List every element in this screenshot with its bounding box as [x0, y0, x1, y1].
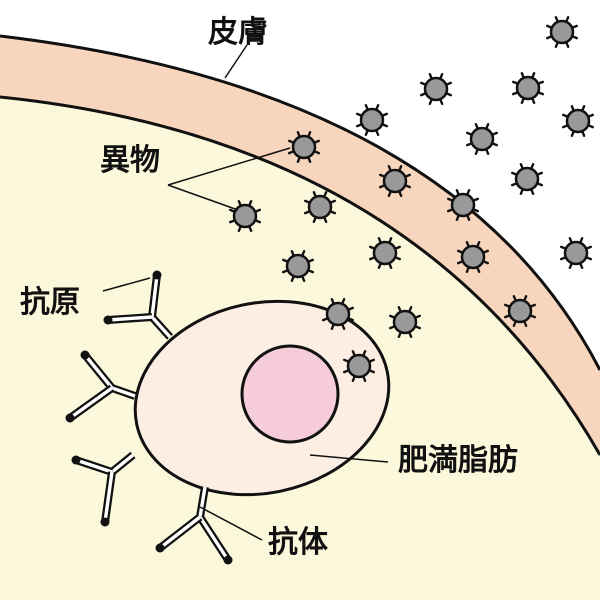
foreign-body-leader-line-1 — [167, 147, 291, 186]
foreign-particle-icon — [343, 350, 375, 382]
foreign-particle-icon — [512, 72, 544, 104]
foreign-particle-icon — [504, 295, 536, 327]
skin-leader-line — [224, 44, 248, 79]
antigen-leader-line — [102, 277, 151, 292]
foreign-particle-icon — [560, 237, 592, 269]
foreign-particle-icon — [229, 200, 261, 232]
antigen-label: 抗原 — [20, 285, 80, 320]
antibody-icon — [155, 486, 233, 565]
skin-inner-edge — [0, 95, 600, 456]
foreign-particle-icon — [457, 241, 489, 273]
foreign-particle-icon — [304, 191, 336, 223]
antibody-leader-line — [199, 506, 263, 541]
fat-cell-nucleus — [240, 344, 340, 444]
foreign-body-leader-line-2 — [167, 184, 239, 211]
foreign-particle-icon — [322, 298, 354, 330]
foreign-particle-icon — [562, 105, 594, 137]
foreign-body-label: 異物 — [100, 143, 160, 178]
antibody-label: 抗体 — [268, 525, 329, 560]
skin-outer-edge — [0, 34, 600, 371]
skin-band — [0, 36, 600, 455]
foreign-particle-icon — [447, 189, 479, 221]
foreign-particle-icon — [420, 73, 452, 105]
fat-cell-label: 肥満脂肪 — [398, 443, 518, 478]
foreign-particle-icon — [288, 131, 320, 163]
skin-label: 皮膚 — [208, 15, 268, 50]
foreign-particle-icon — [389, 306, 421, 338]
antibody-icon — [71, 451, 136, 527]
antibody-group — [65, 270, 233, 565]
foreign-particle-icon — [466, 123, 498, 155]
foreign-particle-group — [229, 16, 594, 382]
foreign-particle-icon — [379, 165, 411, 197]
foreign-particle-icon — [369, 237, 401, 269]
leader-lines — [102, 44, 389, 541]
fat-cell-leader-line — [309, 454, 389, 463]
foreign-particle-icon — [356, 104, 388, 136]
foreign-particle-icon — [511, 163, 543, 195]
antibody-icon — [65, 350, 137, 423]
foreign-particle-icon — [546, 16, 578, 48]
foreign-particle-icon — [282, 250, 314, 282]
antibody-icon — [103, 270, 173, 340]
